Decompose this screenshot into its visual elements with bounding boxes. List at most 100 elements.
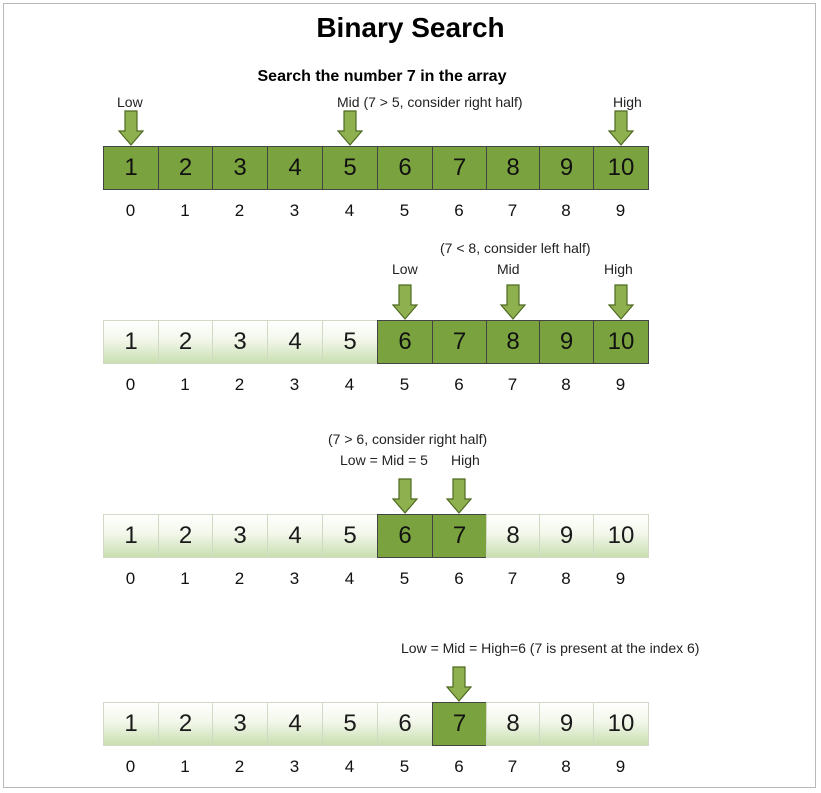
array-cell: 3 xyxy=(212,514,268,558)
array-index-label: 7 xyxy=(507,569,518,588)
array-index-label: 8 xyxy=(561,757,571,776)
array-cell: 1 xyxy=(103,320,159,364)
array-cell: 2 xyxy=(158,146,213,190)
array-index-label: 6 xyxy=(454,375,464,394)
step-2-note: (7 < 8, consider left half) xyxy=(440,240,591,256)
array-index-label: 6 xyxy=(454,201,464,220)
array-cell: 6 xyxy=(377,320,433,364)
array-index-label: 0 xyxy=(125,569,136,588)
pointer-arrow-icon xyxy=(391,478,418,514)
array-cell: 6 xyxy=(377,146,433,190)
array-cell: 4 xyxy=(267,514,323,558)
diagram-title: Binary Search xyxy=(316,12,505,43)
array-index-label: 1 xyxy=(180,757,190,776)
pointer-arrow-icon xyxy=(499,284,526,320)
array-index-label: 9 xyxy=(615,569,626,588)
array-cell: 4 xyxy=(267,702,323,746)
array-index-label: 3 xyxy=(289,375,300,394)
array-index-label: 0 xyxy=(125,757,136,776)
array-cell: 4 xyxy=(267,320,323,364)
array-index-label: 1 xyxy=(180,201,190,220)
array-cell: 2 xyxy=(158,514,213,558)
array-index-label: 1 xyxy=(180,569,190,588)
array-index-label: 0 xyxy=(125,201,136,220)
pointer-arrow-icon xyxy=(391,284,418,320)
array-cell: 2 xyxy=(158,702,213,746)
array-cell: 1 xyxy=(103,514,159,558)
step-3-note: Low = Mid = 5 xyxy=(340,452,428,468)
step-2-note: High xyxy=(604,261,633,277)
step-3-note: High xyxy=(451,452,480,468)
array-cell: 10 xyxy=(593,320,649,364)
array-cell: 3 xyxy=(212,146,268,190)
array-cell: 1 xyxy=(103,146,159,190)
array-cell: 7 xyxy=(432,702,487,746)
array-cell: 5 xyxy=(322,146,378,190)
array-cell: 8 xyxy=(486,702,540,746)
array-cell: 6 xyxy=(377,702,433,746)
array-index-label: 8 xyxy=(561,201,571,220)
array-index-label: 0 xyxy=(125,375,136,394)
array-index-label: 6 xyxy=(454,757,464,776)
array-cell: 3 xyxy=(212,320,268,364)
array-cell: 3 xyxy=(212,702,268,746)
array-cell: 5 xyxy=(322,320,378,364)
array-cell: 8 xyxy=(486,146,540,190)
array-cell: 7 xyxy=(432,514,487,558)
step-4-note: Low = Mid = High=6 (7 is present at the … xyxy=(401,640,700,656)
array-index-label: 7 xyxy=(507,757,518,776)
array-cell: 9 xyxy=(539,702,594,746)
array-cell: 1 xyxy=(103,702,159,746)
array-index-label: 5 xyxy=(399,569,410,588)
array-cell: 10 xyxy=(593,146,649,190)
step-1-note: High xyxy=(613,94,642,110)
array-index-label: 2 xyxy=(234,375,245,394)
array-cell: 7 xyxy=(432,146,487,190)
array-index-label: 3 xyxy=(289,569,300,588)
step-2-note: Low xyxy=(392,261,418,277)
array-index-label: 5 xyxy=(399,375,410,394)
step-3-note: (7 > 6, consider right half) xyxy=(328,431,488,447)
array-cell: 7 xyxy=(432,320,487,364)
array-cell: 10 xyxy=(593,702,649,746)
array-index-label: 4 xyxy=(344,569,355,588)
array-index-label: 2 xyxy=(234,757,245,776)
array-cell: 5 xyxy=(322,514,378,558)
array-index-label: 4 xyxy=(344,757,355,776)
array-cell: 2 xyxy=(158,320,213,364)
step-1-note: Low xyxy=(117,94,143,110)
array-index-label: 1 xyxy=(180,375,190,394)
array-cell: 8 xyxy=(486,320,540,364)
step-2-note: Mid xyxy=(497,261,520,277)
array-index-label: 7 xyxy=(507,201,518,220)
pointer-arrow-icon xyxy=(446,478,472,514)
array-cell: 4 xyxy=(267,146,323,190)
step-1-note: Mid (7 > 5, consider right half) xyxy=(337,94,523,110)
pointer-arrow-icon xyxy=(446,666,472,702)
array-index-label: 6 xyxy=(454,569,464,588)
array-index-label: 9 xyxy=(615,757,626,776)
pointer-arrow-icon xyxy=(607,284,634,320)
array-cell: 8 xyxy=(486,514,540,558)
array-index-label: 9 xyxy=(615,375,626,394)
pointer-arrow-icon xyxy=(117,110,144,146)
array-index-label: 8 xyxy=(561,375,571,394)
array-index-label: 8 xyxy=(561,569,571,588)
array-index-label: 4 xyxy=(344,201,355,220)
pointer-arrow-icon xyxy=(336,110,363,146)
array-index-label: 5 xyxy=(399,757,410,776)
array-cell: 5 xyxy=(322,702,378,746)
array-cell: 9 xyxy=(539,146,594,190)
pointer-arrow-icon xyxy=(607,110,634,146)
array-cell: 10 xyxy=(593,514,649,558)
array-index-label: 4 xyxy=(344,375,355,394)
array-cell: 9 xyxy=(539,514,594,558)
array-index-label: 9 xyxy=(615,201,626,220)
array-index-label: 2 xyxy=(234,201,245,220)
array-index-label: 3 xyxy=(289,757,300,776)
array-index-label: 2 xyxy=(234,569,245,588)
array-index-label: 5 xyxy=(399,201,410,220)
array-index-label: 3 xyxy=(289,201,300,220)
diagram-subtitle: Search the number 7 in the array xyxy=(257,68,507,85)
array-cell: 6 xyxy=(377,514,433,558)
